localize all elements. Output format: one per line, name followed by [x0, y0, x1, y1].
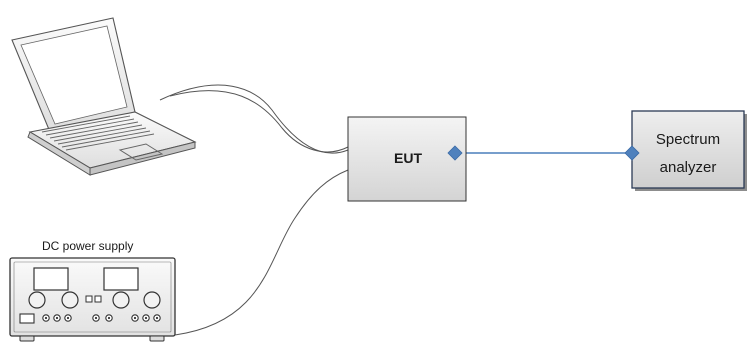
power-supply-label: DC power supply	[42, 239, 133, 253]
analyzer-label-line2: analyzer	[660, 159, 717, 176]
eut-label: EUT	[394, 150, 422, 166]
analyzer-label-line1: Spectrum	[656, 131, 720, 148]
dc-power-supply-icon	[9, 257, 176, 342]
laptop-icon	[11, 17, 197, 176]
laptop-to-eut-cable-2	[169, 90, 349, 153]
cables	[159, 84, 349, 336]
spectrum-analyzer-box: Spectrum analyzer	[631, 110, 747, 191]
eut-box: EUT	[347, 116, 467, 202]
psu-to-eut-cable	[174, 169, 349, 336]
eut-rf-port-connector	[447, 145, 463, 161]
analyzer-input-connector	[624, 145, 640, 161]
